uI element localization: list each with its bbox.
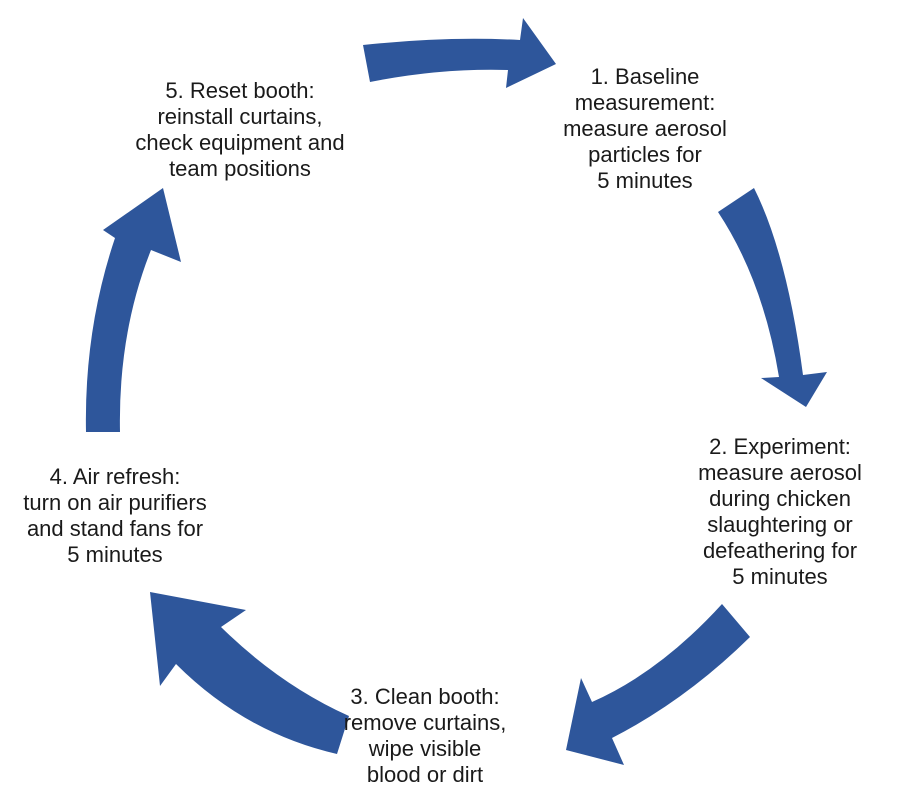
arrow-3-to-4 [150,592,349,754]
arrow-2-to-3 [566,604,750,765]
step-4-line: and stand fans for [26,516,204,541]
step-3-line: remove curtains, [343,710,507,735]
step-3-line: 3. Clean booth: [350,684,500,709]
step-1-line: 1. Baseline [590,64,700,89]
step-2-line: measure aerosol [698,460,862,485]
step-2-line: defeathering for [702,538,858,563]
step-2-line: during chicken [709,486,851,511]
step-4-air-refresh: 4. Air refresh: turn on air purifiers an… [0,464,230,568]
step-1-baseline-measurement: 1. Baseline measurement: measure aerosol… [545,64,745,194]
step-2-line: 5 minutes [732,564,828,589]
step-2-line: slaughtering or [707,512,853,537]
step-2-experiment: 2. Experiment: measure aerosol during ch… [660,434,900,590]
arrow-4-to-5 [85,188,181,432]
step-4-line: 4. Air refresh: [49,464,181,489]
step-5-line: reinstall curtains, [157,104,323,129]
step-4-line: turn on air purifiers [23,490,207,515]
arrow-1-to-2 [718,188,827,407]
step-3-line: blood or dirt [366,762,484,787]
step-5-line: 5. Reset booth: [165,78,315,103]
step-1-line: particles for [588,142,702,167]
step-3-clean-booth: 3. Clean booth: remove curtains, wipe vi… [320,684,530,788]
step-4-line: 5 minutes [67,542,163,567]
step-1-line: measurement: [574,90,716,115]
step-3-line: wipe visible [368,736,482,761]
step-5-line: check equipment and [135,130,345,155]
arrow-5-to-1 [363,18,556,88]
step-1-line: measure aerosol [563,116,727,141]
step-5-reset-booth: 5. Reset booth: reinstall curtains, chec… [120,78,360,182]
step-2-line: 2. Experiment: [709,434,851,459]
step-5-line: team positions [169,156,311,181]
step-1-line: 5 minutes [597,168,693,193]
